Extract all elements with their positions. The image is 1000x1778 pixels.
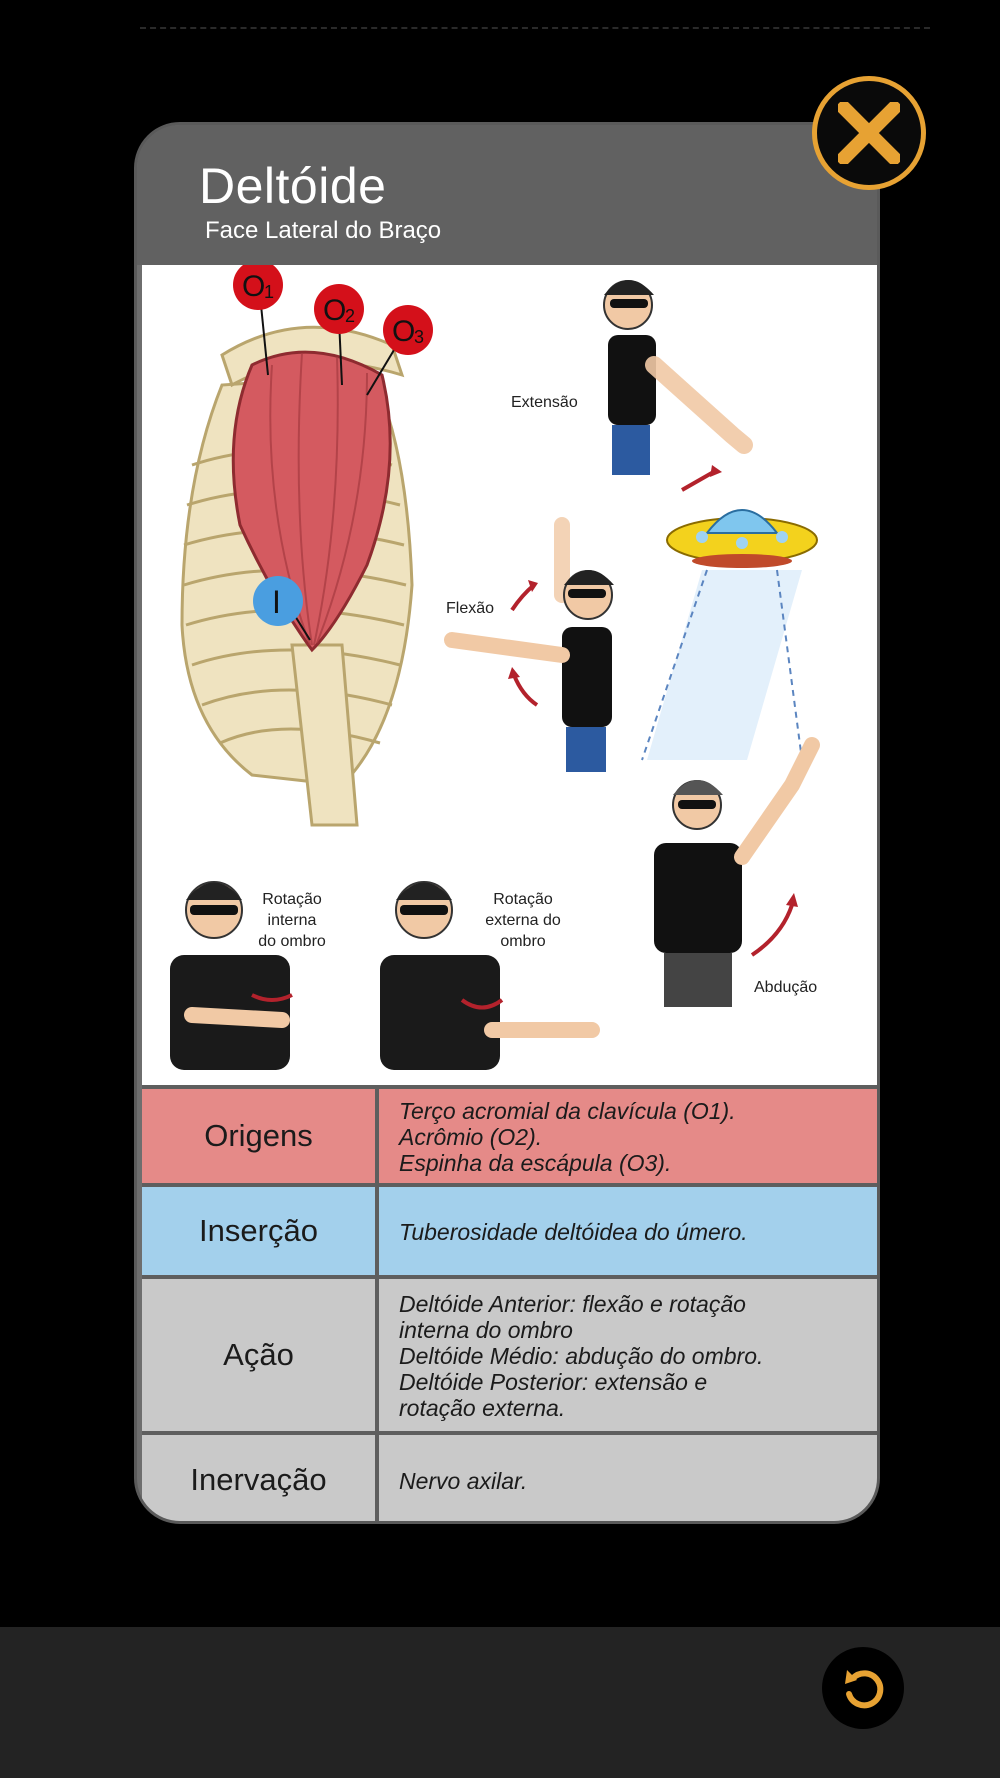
close-x-icon bbox=[838, 102, 900, 164]
origin-marker-o2: O 2 bbox=[314, 284, 364, 386]
acao-value: Deltóide Anterior: flexão e rotação inte… bbox=[399, 1291, 764, 1421]
external-rotation-figure bbox=[380, 881, 600, 1070]
inervacao-value: Nervo axilar. bbox=[399, 1468, 528, 1494]
svg-text:ombro: ombro bbox=[500, 933, 545, 950]
reset-icon bbox=[845, 1670, 884, 1709]
extension-figure bbox=[603, 280, 753, 492]
svg-text:2: 2 bbox=[345, 306, 355, 326]
flexion-figure bbox=[444, 517, 614, 772]
origens-label: Origens bbox=[142, 1089, 379, 1183]
muscle-illustration: O 1 O 2 O 3 I bbox=[142, 265, 877, 1085]
origens-value: Terço acromial da clavícula (O1). Acrômi… bbox=[399, 1098, 736, 1176]
insertion-marker: I bbox=[253, 576, 311, 641]
abduction-figure bbox=[654, 737, 820, 1007]
ufo-illustration bbox=[641, 509, 818, 761]
svg-text:externa do: externa do bbox=[485, 912, 561, 929]
svg-text:do ombro: do ombro bbox=[258, 933, 326, 950]
card-title: Deltóide bbox=[199, 158, 387, 214]
origin-marker-o3: O 3 bbox=[366, 305, 433, 396]
muscle-info-table: Origens Terço acromial da clavícula (O1)… bbox=[142, 1085, 877, 1521]
svg-text:Abdução: Abdução bbox=[754, 979, 817, 996]
insercao-label: Inserção bbox=[142, 1187, 379, 1275]
table-row-origens: Origens Terço acromial da clavícula (O1)… bbox=[142, 1085, 877, 1183]
svg-text:Extensão: Extensão bbox=[511, 394, 578, 411]
svg-text:interna: interna bbox=[268, 912, 317, 929]
svg-text:Rotação: Rotação bbox=[262, 891, 322, 908]
svg-text:Rotação: Rotação bbox=[493, 891, 553, 908]
insercao-value: Tuberosidade deltóidea do úmero. bbox=[399, 1219, 748, 1245]
close-button[interactable] bbox=[812, 76, 926, 190]
table-row-acao: Ação Deltóide Anterior: flexão e rotação… bbox=[142, 1275, 877, 1431]
inervacao-label: Inervação bbox=[142, 1435, 379, 1521]
origin-marker-o1: O 1 bbox=[233, 265, 283, 376]
svg-text:O: O bbox=[323, 294, 346, 327]
top-divider bbox=[140, 27, 930, 29]
svg-text:Flexão: Flexão bbox=[446, 600, 494, 617]
acao-label: Ação bbox=[142, 1279, 379, 1431]
svg-text:O: O bbox=[242, 270, 265, 303]
muscle-card: Deltóide Face Lateral do Braço bbox=[134, 122, 880, 1524]
svg-text:3: 3 bbox=[414, 327, 424, 347]
svg-text:I: I bbox=[272, 584, 281, 620]
card-header: Deltóide Face Lateral do Braço bbox=[137, 125, 877, 265]
svg-text:1: 1 bbox=[264, 282, 274, 302]
reset-button[interactable] bbox=[822, 1647, 904, 1729]
table-row-insercao: Inserção Tuberosidade deltóidea do úmero… bbox=[142, 1183, 877, 1275]
deltoid-muscle-illustration bbox=[231, 350, 392, 653]
card-subtitle: Face Lateral do Braço bbox=[205, 217, 442, 244]
table-row-inervacao: Inervação Nervo axilar. bbox=[142, 1431, 877, 1521]
svg-text:O: O bbox=[392, 315, 415, 348]
internal-rotation-figure bbox=[170, 881, 293, 1070]
